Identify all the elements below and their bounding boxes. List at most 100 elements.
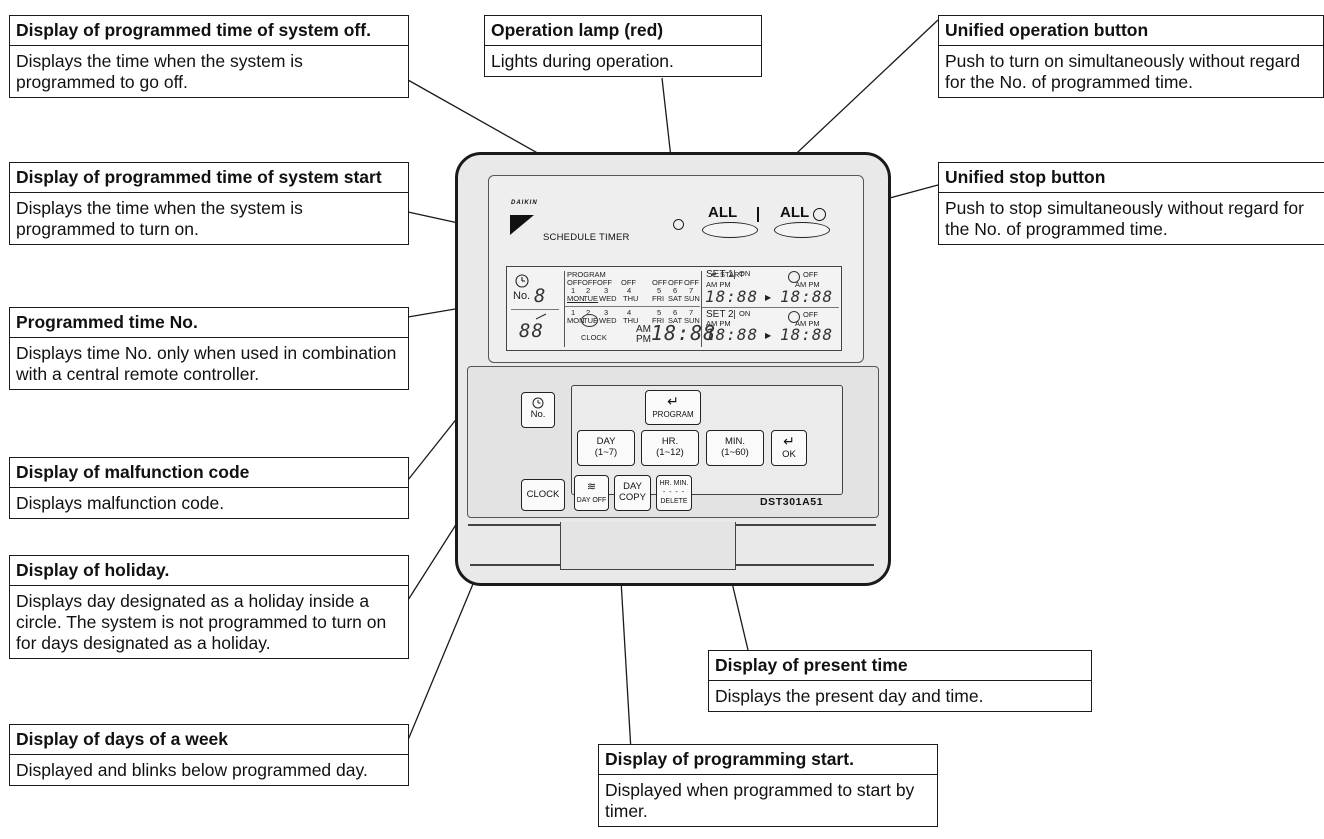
day-off-key[interactable]: ≋ DAY OFF bbox=[574, 475, 609, 511]
lcd-daynum2-3: 3 bbox=[604, 308, 609, 317]
callout-title: Unified stop button bbox=[939, 163, 1324, 193]
hinge-line bbox=[470, 564, 560, 566]
brand-text: DAIKIN bbox=[511, 200, 538, 206]
lcd-malfunction-code: 88 bbox=[519, 320, 544, 342]
lcd-set2-off: OFF bbox=[803, 310, 818, 319]
holiday-icon: ≋ bbox=[586, 481, 597, 493]
day-copy-key[interactable]: DAY COPY bbox=[614, 475, 651, 511]
lcd-off-7: OFF bbox=[684, 278, 699, 287]
callout-malfunction: Display of malfunction code Displays mal… bbox=[9, 457, 409, 519]
callout-title: Display of programmed time of system off… bbox=[10, 16, 408, 46]
lcd-set1-ampm: AM PM bbox=[706, 280, 731, 289]
delete-key-dashes: - - - - bbox=[662, 489, 686, 496]
program-key-label: PROGRAM bbox=[652, 410, 694, 419]
day-key-range: (1~7) bbox=[594, 447, 618, 458]
callout-holiday: Display of holiday. Displays day designa… bbox=[9, 555, 409, 659]
callout-unified-stop: Unified stop button Push to stop simulta… bbox=[938, 162, 1324, 245]
callout-time-no: Programmed time No. Displays time No. on… bbox=[9, 307, 409, 390]
lcd-set1-arrow: ▶ bbox=[765, 293, 772, 302]
lcd-set2-off-indicator bbox=[788, 311, 800, 323]
unified-stop-button[interactable] bbox=[774, 222, 830, 238]
callout-desc: Displayed and blinks below programmed da… bbox=[16, 760, 368, 780]
lcd-off-2: OFF bbox=[582, 278, 597, 287]
hr-key[interactable]: HR. (1~12) bbox=[641, 430, 699, 466]
lcd-off-4: OFF bbox=[621, 278, 636, 287]
lcd-divider bbox=[734, 270, 735, 279]
lcd-day-wed: WED bbox=[599, 294, 617, 303]
lcd-daynum2-6: 6 bbox=[673, 308, 678, 317]
lcd-daynum2-5: 5 bbox=[657, 308, 662, 317]
lcd-off-3: OFF bbox=[597, 278, 612, 287]
callout-desc: Displays the present day and time. bbox=[715, 686, 984, 706]
lcd-daynum2-2: 2 bbox=[586, 308, 591, 317]
program-key[interactable]: ↵ PROGRAM bbox=[645, 390, 701, 425]
schedule-timer-label: SCHEDULE TIMER bbox=[543, 232, 630, 243]
enter-arrow-icon: ↵ bbox=[783, 433, 795, 449]
callout-operation-lamp: Operation lamp (red) Lights during opera… bbox=[484, 15, 762, 77]
day-copy-key-label-1: DAY bbox=[623, 481, 642, 492]
lcd-daynum-4: 4 bbox=[627, 286, 632, 295]
unified-operation-button[interactable] bbox=[702, 222, 758, 238]
callout-title: Programmed time No. bbox=[10, 308, 408, 338]
callout-system-off: Display of programmed time of system off… bbox=[9, 15, 409, 98]
lcd-day2-sat: SAT bbox=[668, 316, 683, 325]
hinge-cover bbox=[560, 522, 736, 570]
lcd-divider bbox=[701, 271, 702, 347]
holiday-circle bbox=[581, 314, 598, 327]
callout-title: Operation lamp (red) bbox=[485, 16, 761, 46]
lcd-daynum2-7: 7 bbox=[689, 308, 694, 317]
lcd-day-thu: THU bbox=[623, 294, 639, 303]
time-no-key[interactable]: No. bbox=[521, 392, 555, 428]
lcd-set2-ampm2: AM PM bbox=[795, 319, 820, 328]
lcd-daynum-5: 5 bbox=[657, 286, 662, 295]
delete-key-hrmin: HR. MIN. bbox=[659, 480, 689, 487]
lcd-set2-on: ON bbox=[739, 309, 751, 318]
lcd-set1-ampm2: AM PM bbox=[795, 280, 820, 289]
callout-desc: Displayed when programmed to start by ti… bbox=[605, 780, 915, 821]
lcd-program-label: PROGRAM bbox=[567, 270, 606, 279]
lcd-set2-arrow: ▶ bbox=[765, 331, 772, 340]
hinge-line bbox=[736, 564, 874, 566]
operation-lamp bbox=[673, 219, 684, 230]
clock-icon bbox=[532, 397, 544, 409]
lcd-daynum2-4: 4 bbox=[627, 308, 632, 317]
lcd-divider bbox=[565, 306, 700, 307]
callout-desc: Push to turn on simultaneously without r… bbox=[945, 51, 1301, 92]
lcd-daynum-1: 1 bbox=[571, 286, 576, 295]
lcd-display: No. 8 88 PROGRAM ↵ START OFF OFF OFF OFF… bbox=[506, 266, 842, 351]
lcd-clock-label: CLOCK bbox=[581, 333, 607, 342]
lcd-day2-fri: FRI bbox=[652, 316, 665, 325]
lcd-day2-mon: MON bbox=[567, 316, 585, 325]
ok-key-label: OK bbox=[782, 449, 796, 460]
callout-desc: Displays malfunction code. bbox=[16, 493, 225, 513]
wrench-icon bbox=[535, 313, 547, 320]
lcd-set1-off-indicator bbox=[788, 271, 800, 283]
lcd-day-sat: SAT bbox=[668, 294, 683, 303]
callout-days-week: Display of days of a week Displayed and … bbox=[9, 724, 409, 786]
day-key[interactable]: DAY (1~7) bbox=[577, 430, 635, 466]
clock-key[interactable]: CLOCK bbox=[521, 479, 565, 511]
lcd-off-6: OFF bbox=[668, 278, 683, 287]
min-key-range: (1~60) bbox=[721, 447, 749, 458]
callout-system-start: Display of programmed time of system sta… bbox=[9, 162, 409, 245]
delete-key[interactable]: HR. MIN. - - - - DELETE bbox=[656, 475, 692, 511]
lcd-set1-start-time: 18:88 bbox=[705, 287, 759, 306]
time-no-key-label: No. bbox=[530, 409, 546, 420]
day-off-key-label: DAY OFF bbox=[576, 497, 607, 504]
lcd-set1-label: SET 1 bbox=[706, 269, 734, 280]
callout-programming-start: Display of programming start. Displayed … bbox=[598, 744, 938, 827]
ok-key[interactable]: ↵ OK bbox=[771, 430, 807, 466]
lcd-day2-wed: WED bbox=[599, 316, 617, 325]
lcd-pm: PM bbox=[636, 334, 651, 345]
hinge-line bbox=[468, 524, 560, 526]
lcd-daynum-6: 6 bbox=[673, 286, 678, 295]
callout-title: Display of holiday. bbox=[10, 556, 408, 586]
min-key[interactable]: MIN. (1~60) bbox=[706, 430, 764, 466]
lcd-daynum-3: 3 bbox=[604, 286, 609, 295]
model-number: DST301A51 bbox=[760, 496, 824, 508]
callout-title: Display of malfunction code bbox=[10, 458, 408, 488]
lcd-divider bbox=[702, 307, 839, 308]
callout-desc: Push to stop simultaneously without rega… bbox=[945, 198, 1304, 239]
hr-key-label: HR. bbox=[661, 436, 679, 447]
lcd-daynum2-1: 1 bbox=[571, 308, 576, 317]
